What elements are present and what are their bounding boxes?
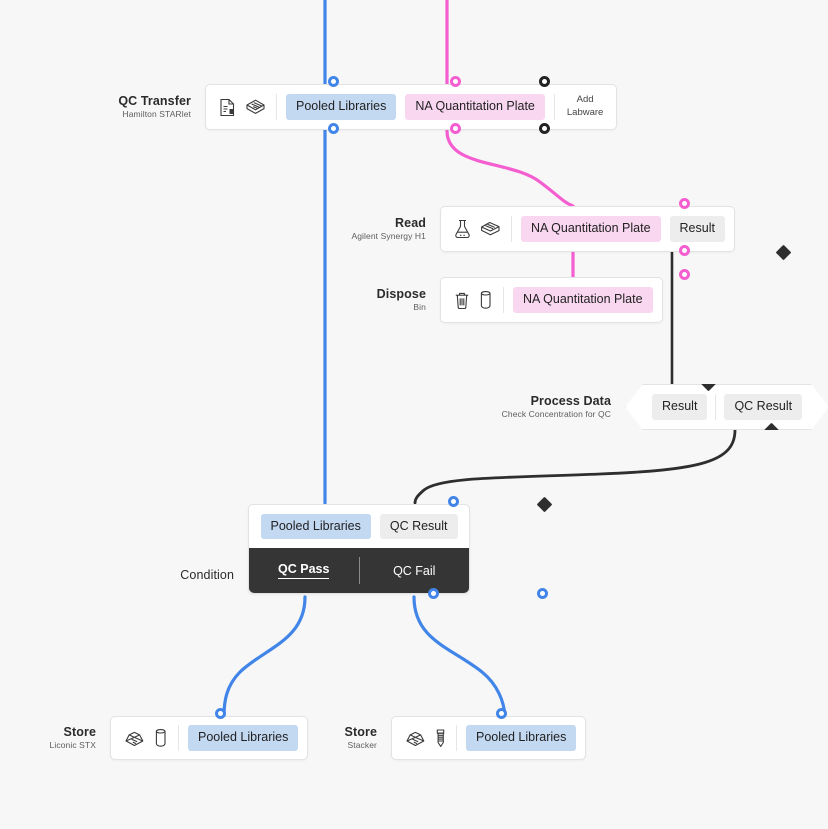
port-condition-in-qc-result[interactable] [536,496,553,513]
process-data-title: Process Data [530,393,611,408]
store-stacker-label: Store Stacker [311,725,391,751]
port-process-data-in[interactable] [701,376,717,392]
chip-pooled-libraries[interactable]: Pooled Libraries [466,725,577,751]
store-liconic-title: Store [63,724,96,739]
plate-reader-icon [480,220,501,239]
chip-qc-result[interactable]: QC Result [724,394,802,420]
dispose-title: Dispose [376,286,426,301]
qc-transfer-body[interactable]: Pooled Libraries NA Quantitation Plate A… [205,76,618,134]
add-labware-line2: Labware [566,107,604,118]
edge-qc-fail-to-store-stacker [412,595,507,718]
port-dispose-in-pink[interactable] [679,269,690,280]
read-divider [511,216,512,242]
port-read-in-pink[interactable] [679,198,690,209]
port-qc-transfer-out-blue[interactable] [328,123,339,134]
chip-pooled-libraries[interactable]: Pooled Libraries [260,513,371,540]
port-process-data-out[interactable] [764,423,780,439]
read-label: Read Agilent Synergy H1 [330,216,440,242]
vial-icon [435,728,446,748]
store-liconic-icons [120,728,178,748]
chip-pooled-libraries[interactable]: Pooled Libraries [188,725,299,751]
store-stacker-title: Store [344,724,377,739]
protocol-document-icon [219,98,236,117]
node-condition[interactable]: Condition Pooled Libraries QC Result QC … [120,496,553,599]
chip-pooled-libraries[interactable]: Pooled Libraries [286,94,397,120]
port-store-stacker-in[interactable] [496,708,507,719]
process-data-subtitle: Check Concentration for QC [501,409,611,420]
process-data-divider [715,394,716,420]
dispose-icons [450,290,503,310]
chip-na-quantitation-plate[interactable]: NA Quantitation Plate [521,216,661,242]
port-qc-transfer-out-pink[interactable] [450,123,461,134]
read-icons [450,219,511,239]
port-read-out-pink[interactable] [679,245,690,256]
condition-branch-qc-fail[interactable]: QC Fail [360,548,470,593]
port-condition-in-blue[interactable] [448,496,459,507]
store-liconic-subtitle: Liconic STX [49,740,96,751]
node-store-liconic[interactable]: Store Liconic STX [30,708,309,760]
open-box-icon [124,729,145,748]
condition-branch-qc-fail-label: QC Fail [393,563,436,578]
store-liconic-label: Store Liconic STX [30,725,110,751]
node-process-data[interactable]: Process Data Check Concentration for QC … [390,384,828,430]
open-box-icon [405,729,426,748]
chip-na-quantitation-plate[interactable]: NA Quantitation Plate [405,94,545,120]
condition-inputs: Pooled Libraries QC Result [249,505,469,548]
condition-branch-qc-pass[interactable]: QC Pass [249,548,359,593]
read-subtitle: Agilent Synergy H1 [351,231,426,242]
chip-result[interactable]: Result [669,216,725,242]
qc-transfer-subtitle: Hamilton STARlet [122,109,191,120]
dispose-subtitle: Bin [413,302,426,313]
qc-transfer-divider [276,94,277,120]
microplate-icon [245,98,266,117]
tube-icon [154,728,168,748]
chip-qc-result[interactable]: QC Result [379,513,458,540]
dispose-body[interactable]: NA Quantitation Plate [440,269,690,323]
read-body[interactable]: NA Quantitation Plate Result [440,198,792,261]
store-liconic-divider [178,725,179,751]
edge-qc-pass-to-store-liconic [222,595,307,718]
chip-na-quantitation-plate[interactable]: NA Quantitation Plate [513,287,653,313]
store-stacker-subtitle: Stacker [347,740,377,751]
node-read[interactable]: Read Agilent Synergy H1 [330,198,792,261]
dispose-label: Dispose Bin [330,287,440,313]
port-store-liconic-in[interactable] [215,708,226,719]
qc-transfer-title: QC Transfer [118,93,191,108]
process-data-body[interactable]: Result QC Result [625,384,828,430]
port-qc-transfer-out-black[interactable] [539,123,550,134]
tube-icon [479,290,493,310]
process-data-label: Process Data Check Concentration for QC [390,394,625,420]
store-stacker-icons [401,728,456,748]
condition-label: Condition [120,503,248,595]
port-qc-transfer-in-black[interactable] [539,76,550,87]
chip-result[interactable]: Result [652,394,707,420]
store-stacker-body[interactable]: Pooled Libraries [391,708,587,760]
port-qc-transfer-in-blue[interactable] [328,76,339,87]
node-store-stacker[interactable]: Store Stacker [311,708,587,760]
port-condition-out-qc-pass[interactable] [428,588,439,599]
port-read-out-result[interactable] [775,244,792,261]
add-labware-button[interactable]: Add Labware [553,94,607,120]
store-stacker-divider [456,725,457,751]
condition-title: Condition [180,567,234,582]
flask-icon [454,219,471,239]
node-dispose[interactable]: Dispose Bin [330,269,690,323]
condition-branch-qc-pass-label: QC Pass [278,562,330,579]
trash-icon [454,291,470,310]
store-liconic-body[interactable]: Pooled Libraries [110,708,309,760]
condition-branches: QC Pass QC Fail [249,548,469,593]
condition-body[interactable]: Pooled Libraries QC Result QC Pass QC Fa… [248,496,553,599]
add-labware-line1: Add [576,94,594,106]
edge-qc-transfer-to-read [445,129,575,208]
port-condition-out-qc-fail[interactable] [537,588,548,599]
node-qc-transfer[interactable]: QC Transfer Hamilton STARlet [95,76,618,134]
qc-transfer-icons [215,98,276,117]
edge-process-data-to-condition [413,428,737,505]
read-title: Read [395,215,426,230]
port-qc-transfer-in-pink[interactable] [450,76,461,87]
condition-branch-separator [358,557,360,584]
dispose-divider [503,287,504,313]
qc-transfer-label: QC Transfer Hamilton STARlet [95,94,205,120]
